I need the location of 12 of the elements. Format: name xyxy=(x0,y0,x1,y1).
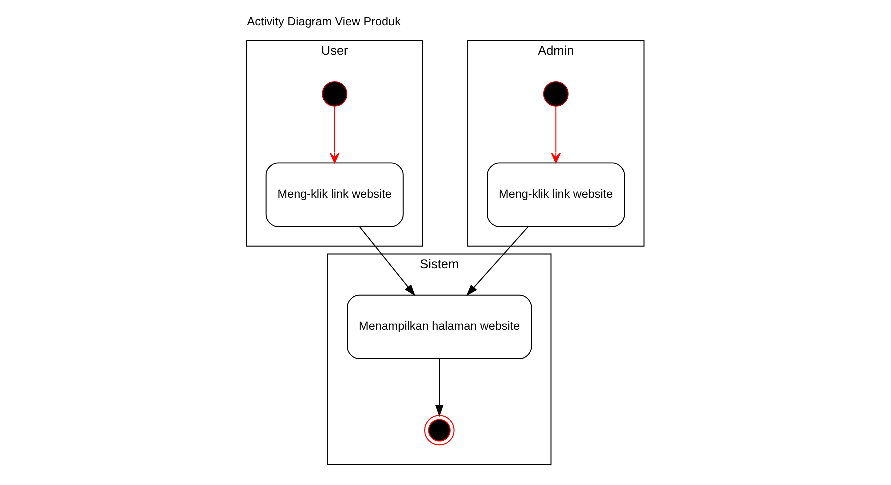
node-box: Meng-klik link website xyxy=(487,162,626,228)
node-bullseye xyxy=(424,415,455,446)
diagram-title: Activity Diagram View Produk xyxy=(247,16,401,29)
arrow xyxy=(466,226,530,296)
arrow xyxy=(330,106,340,164)
node-box: Menampilkan halaman website xyxy=(347,294,532,360)
node-box: Meng-klik link website xyxy=(266,162,404,228)
arrow xyxy=(551,106,562,164)
node-circle xyxy=(322,81,348,107)
arrow xyxy=(359,226,416,296)
arrow xyxy=(436,358,444,418)
node-circle xyxy=(543,81,569,107)
